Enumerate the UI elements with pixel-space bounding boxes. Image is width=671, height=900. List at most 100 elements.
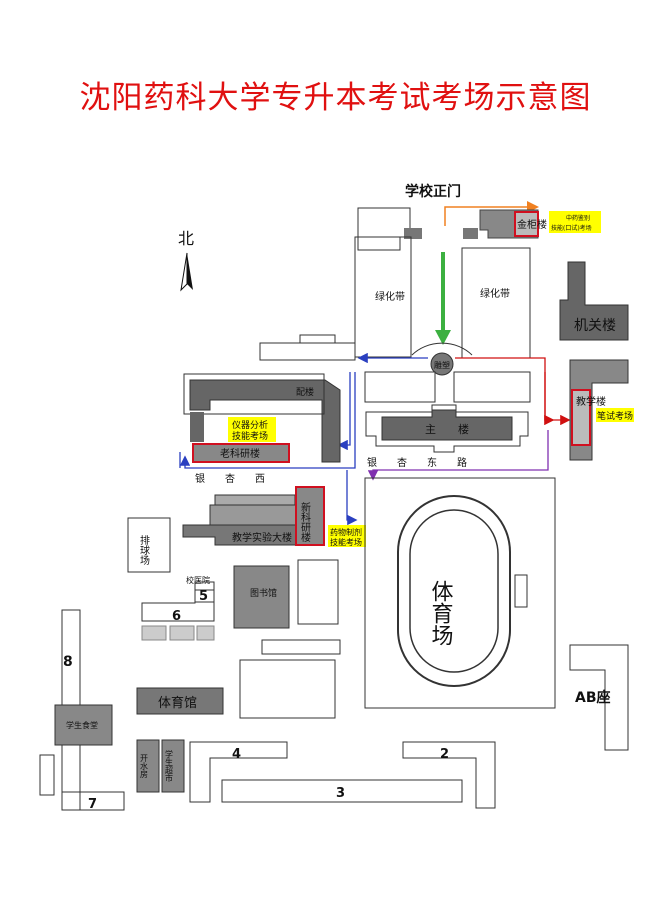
guard-house-left [404, 228, 422, 239]
library-label: 图书馆 [250, 587, 277, 599]
shiyan-north-wing [214, 494, 296, 506]
paiqiu-label: 排球场 [138, 534, 150, 566]
jinkui-exam-box [514, 211, 539, 237]
dorm-2-building [402, 741, 496, 809]
route-arrow-orange [444, 201, 539, 226]
shiyan-mid [209, 504, 299, 526]
small-kiosk [299, 334, 336, 344]
roundabout-arc [411, 342, 473, 356]
xinkeyan-label: 新科研楼 [299, 501, 311, 543]
peilou-label: 配楼 [296, 386, 314, 398]
peilou-outline [183, 373, 325, 415]
block-south-b [261, 639, 341, 655]
shop-kiosk [39, 754, 55, 796]
dorm-7-building [61, 791, 125, 811]
xiaoyiyuan-label: 校医院 [186, 575, 210, 585]
bishi-note-bg [596, 408, 634, 422]
stadium-label: 体育场 [428, 580, 454, 646]
yaowu-note-bg [328, 525, 366, 547]
route-blue-south-west [179, 372, 356, 469]
gym-label: 体育馆 [158, 695, 197, 711]
jiaoxue-exam-box [571, 389, 591, 446]
dorm-4-building [189, 741, 288, 803]
ab-label: AB座 [575, 689, 611, 706]
dorm-3-label: 3 [336, 786, 345, 801]
road-yinxing-east: 银 杏 东 路 [367, 456, 467, 469]
annex-a [141, 625, 167, 641]
jinkui-note-line1: 中药鉴别 [566, 214, 590, 222]
dorm-2-label: 2 [440, 747, 449, 762]
annex-c [196, 625, 215, 641]
stadium-stand [514, 574, 528, 608]
laokeyan-building [192, 443, 290, 463]
jiaoxue-label: 教学楼 [576, 395, 606, 408]
dorm-5-label: 5 [199, 589, 208, 604]
main-front-right [453, 371, 531, 403]
block-south-a [239, 659, 336, 719]
xinkeyan-building [295, 486, 325, 546]
main-building [381, 409, 513, 441]
paiqiu-court [127, 517, 171, 573]
dorm-7-label: 7 [88, 797, 97, 812]
library-annex [297, 559, 339, 625]
lawn-left [354, 236, 412, 358]
dorm-5-building [194, 581, 215, 603]
yiqi-note-bg [228, 417, 276, 442]
gym-building [136, 687, 224, 715]
main-building-label: 主 楼 [425, 422, 469, 436]
north-label: 北 [178, 229, 194, 248]
yaowu-line2: 技能考场 [330, 537, 362, 547]
map-title: 沈阳药科大学专升本考试考场示意图 [79, 80, 592, 116]
annex-b [169, 625, 195, 641]
jinkui-note-line2: 技能(口试)考场 [551, 224, 592, 232]
dorm-3-building [221, 779, 463, 803]
lawn-left-label: 绿化带 [375, 290, 405, 303]
route-blue-peilou [337, 372, 351, 451]
main-outline [365, 404, 529, 453]
jiguan-label: 机关楼 [574, 318, 616, 334]
lawn-right [461, 247, 531, 359]
route-red [455, 357, 555, 426]
dorm-8-label: 8 [63, 654, 73, 670]
west-road-block [259, 342, 356, 361]
dorm-6-label: 6 [172, 609, 181, 624]
route-blue-xinkeyan [346, 470, 358, 526]
yiqi-line2: 技能考场 [232, 430, 268, 442]
jinkui-label: 金柜楼 [517, 218, 547, 231]
stadium-field [409, 509, 499, 673]
library-building [233, 565, 290, 629]
yiqi-line1: 仪器分析 [232, 419, 268, 431]
route-red-to-exam [544, 372, 571, 426]
laokeyan-label: 老科研楼 [220, 447, 260, 460]
lawn-right-label: 绿化带 [480, 287, 510, 300]
gate-label: 学校正门 [405, 183, 461, 200]
main-front-left [364, 371, 436, 403]
jinkui-note-bg [549, 211, 601, 233]
stadium-outline [364, 477, 556, 709]
yaowu-line1: 药物制剂 [330, 527, 362, 537]
stadium-track [397, 495, 511, 687]
guard-house-right [463, 228, 478, 239]
jiguan-building [559, 261, 629, 341]
peilou-wing [190, 412, 204, 442]
chaoshi-building [161, 739, 185, 793]
north-arrow-fill [187, 253, 193, 290]
dorm-4-label: 4 [232, 747, 241, 762]
kaishui-building [136, 739, 160, 793]
kaishui-label: 开水房 [140, 754, 149, 779]
canteen-label: 学生食堂 [66, 720, 98, 730]
chaoshi-label: 学生超市 [165, 749, 174, 783]
road-yinxing-west: 银 杏 西 [195, 472, 265, 485]
route-arrow-green-head [435, 330, 451, 345]
canteen-building [54, 704, 113, 746]
sculpture [430, 352, 454, 376]
north-arrow-icon [180, 252, 188, 292]
ab-building [569, 644, 629, 751]
route-purple [367, 430, 549, 481]
bishi-label: 笔试考场 [597, 410, 633, 422]
peilou-building [189, 379, 341, 463]
gate-left-block [357, 207, 411, 251]
shiyan-label: 教学实验大楼 [232, 531, 292, 544]
sculpture-label: 雕塑 [434, 360, 450, 370]
